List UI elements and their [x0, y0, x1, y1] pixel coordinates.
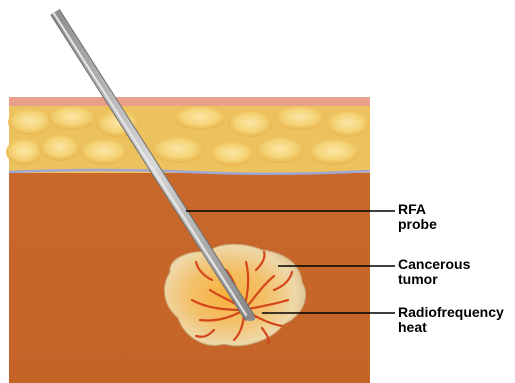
- heat-label-line2: heat: [398, 320, 504, 335]
- tumor-label-line2: tumor: [398, 272, 470, 287]
- skin-strip: [9, 97, 370, 106]
- probe-label-line1: RFA: [398, 202, 437, 217]
- heat-label: Radiofrequency heat: [398, 305, 504, 335]
- probe-label-line2: probe: [398, 217, 437, 232]
- heat-label-line1: Radiofrequency: [398, 305, 504, 320]
- tumor-label: Cancerous tumor: [398, 257, 470, 287]
- probe-label: RFA probe: [398, 202, 437, 232]
- tumor-label-line1: Cancerous: [398, 257, 470, 272]
